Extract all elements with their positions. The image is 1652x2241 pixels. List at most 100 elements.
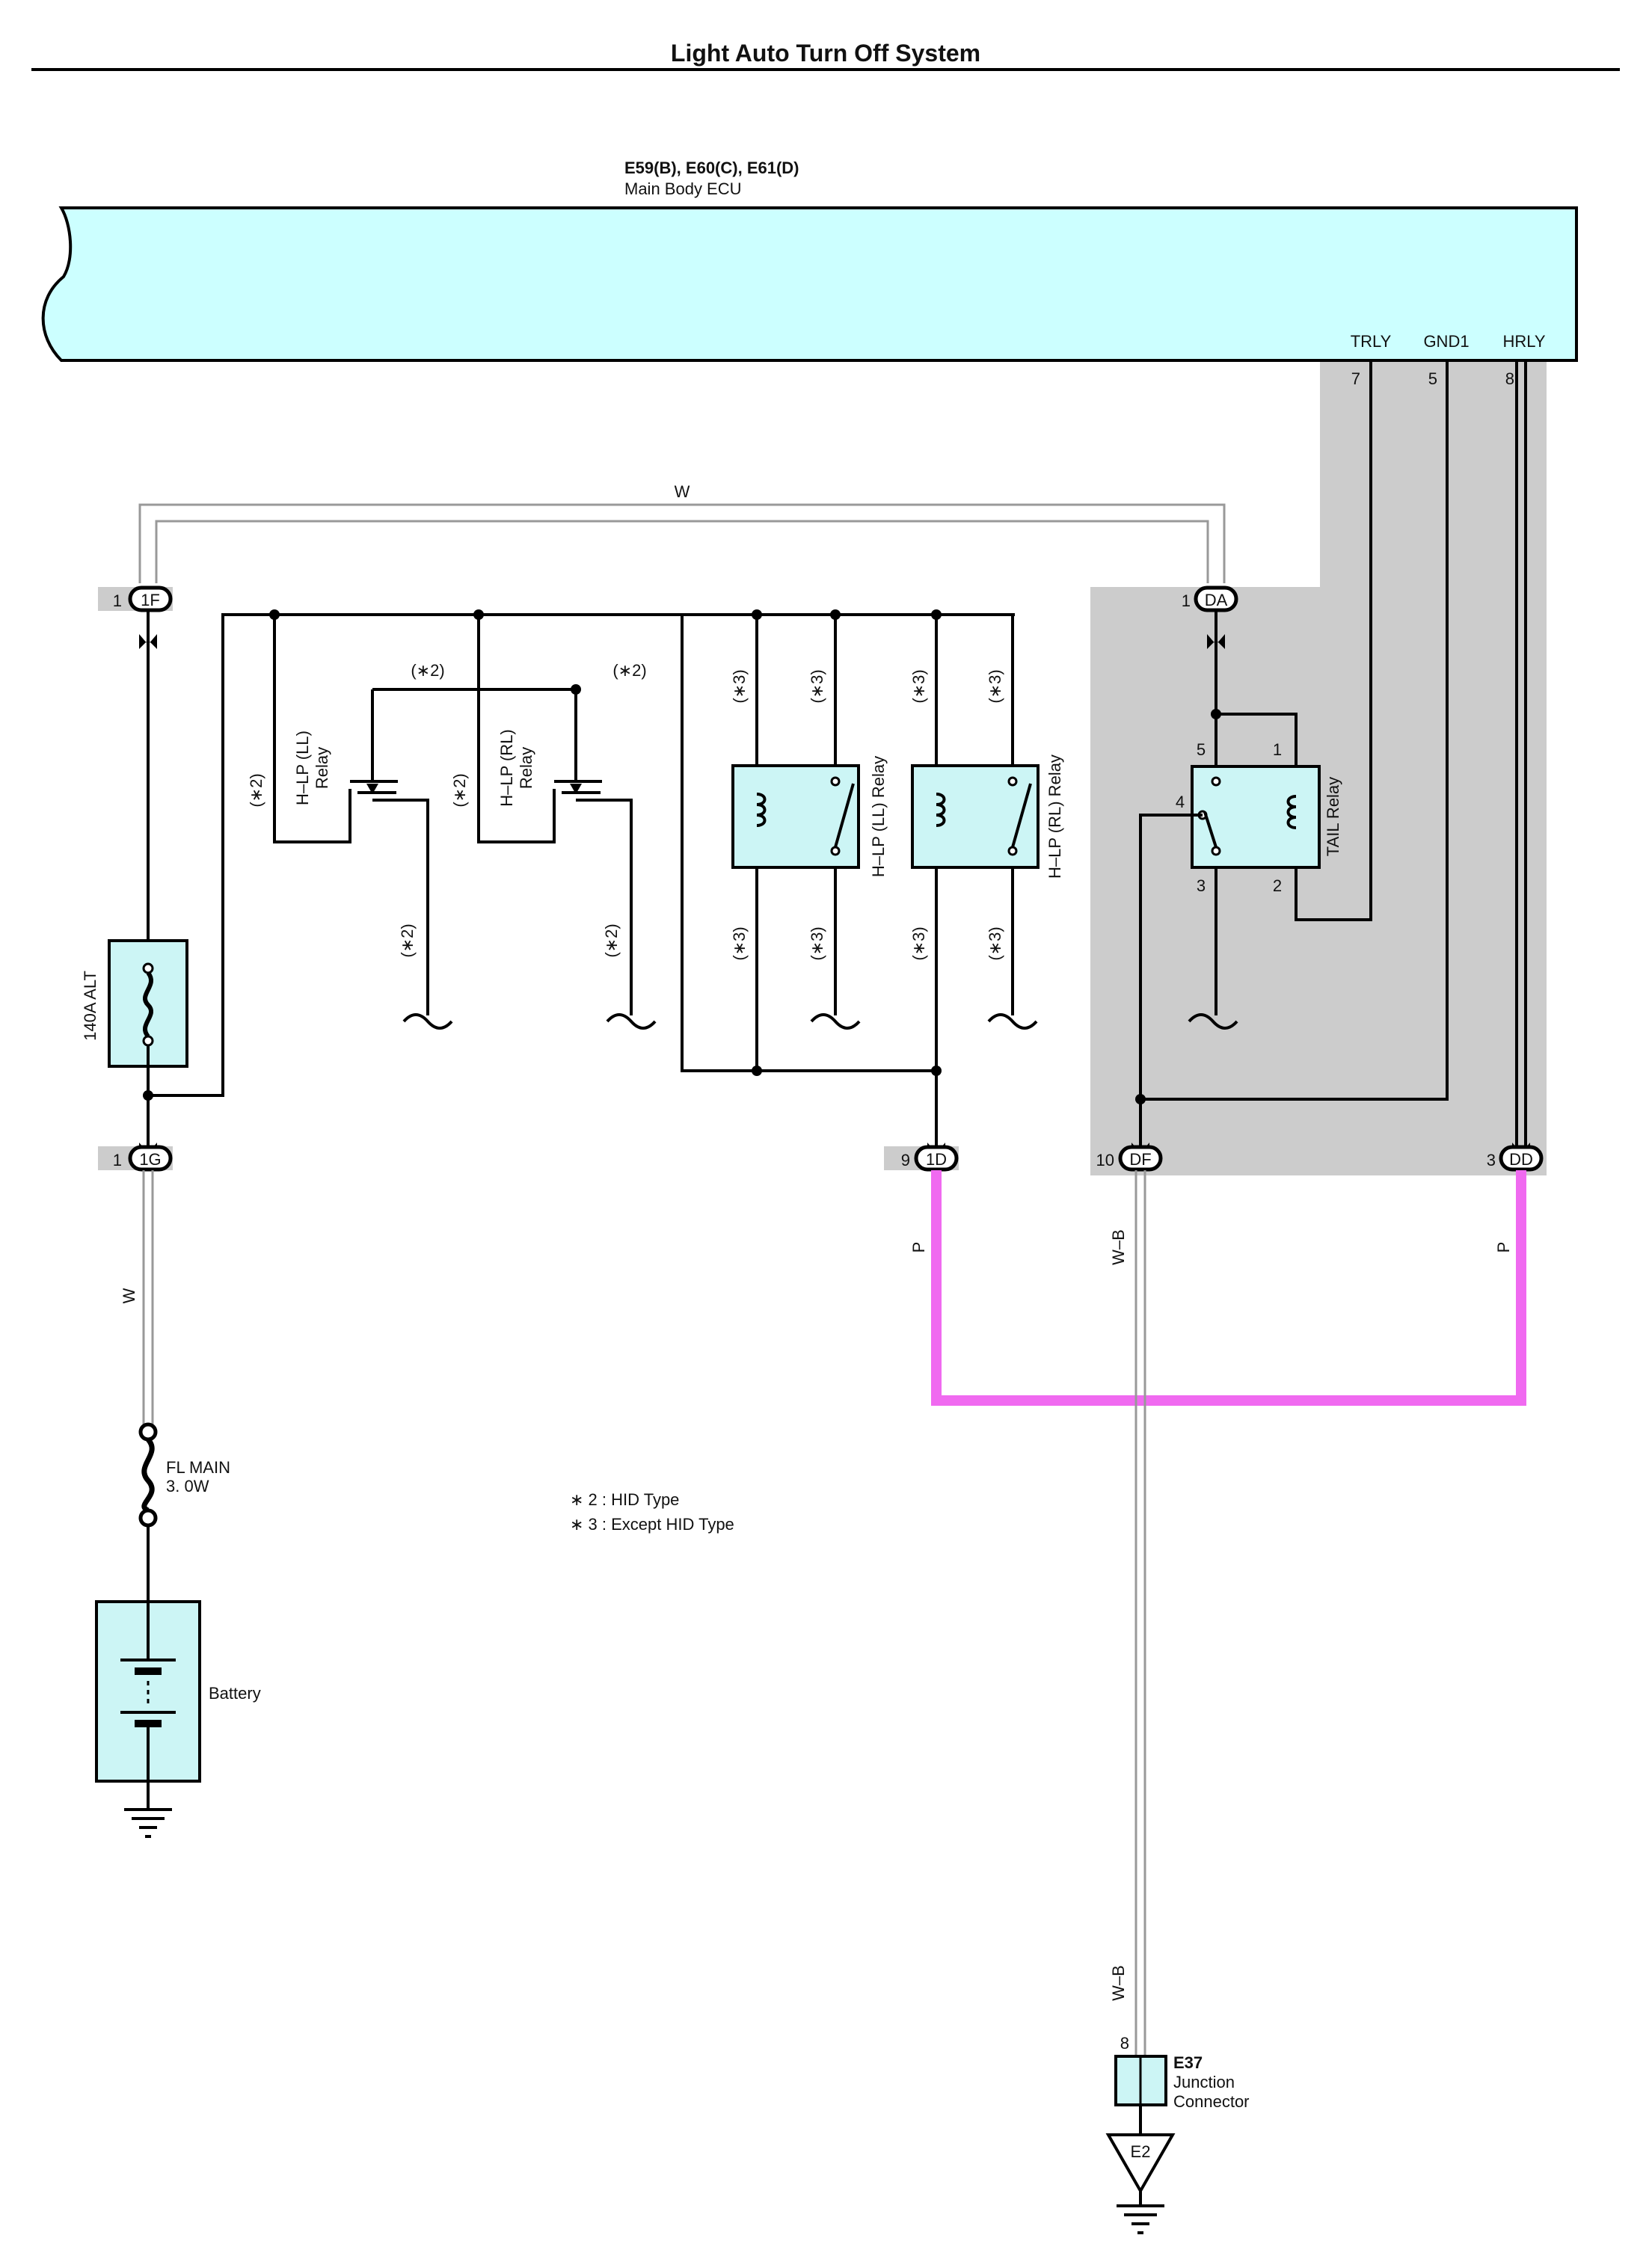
terminal-trly: TRLY (1351, 332, 1392, 351)
mark-except-5: (∗3) (730, 926, 749, 960)
legend-except-hid: ∗ 3 : Except HID Type (570, 1515, 734, 1534)
connector-df-label: DF (1129, 1150, 1151, 1169)
wire-gnd1 (1140, 360, 1449, 1101)
relay-tail-label: TAIL Relay (1324, 777, 1342, 856)
arrow-da (1207, 634, 1225, 649)
ground-battery-icon (124, 1808, 172, 1838)
connector-1g (128, 1145, 173, 1172)
wire-color-wb-lower: W–B (1109, 1965, 1128, 2001)
fuse-alt-term-bottom (142, 1035, 154, 1047)
legend-hid: ∗ 2 : HID Type (570, 1490, 679, 1509)
pin-hrly: 8 (1505, 369, 1514, 388)
fuse-fl-main-label-1: FL MAIN (166, 1458, 230, 1477)
ground-e2-icon (1117, 2191, 1164, 2234)
mark-except-3: (∗3) (909, 669, 928, 703)
relay-hlp-ll-contact-bottom (830, 846, 841, 856)
tail-pin-4: 4 (1176, 793, 1185, 811)
connector-df-pin: 10 (1096, 1151, 1114, 1169)
wire-power-bus (148, 613, 1015, 1097)
mark-except-1: (∗3) (730, 669, 749, 703)
connector-1g-pin: 1 (113, 1151, 122, 1169)
pin-trly: 7 (1351, 369, 1360, 388)
wire-end-marks (402, 1013, 1238, 1030)
connector-dd-label: DD (1509, 1150, 1533, 1169)
junction-gnd1 (1135, 1094, 1146, 1104)
fuse-fl-main (141, 1437, 155, 1513)
connector-1g-label: 1G (139, 1150, 161, 1169)
connector-da-pin: 1 (1182, 591, 1191, 610)
hid-ll-label-2: Relay (313, 747, 331, 789)
terminal-gnd1: GND1 (1423, 332, 1469, 351)
connector-df (1118, 1145, 1163, 1172)
relay-tail-coil (1286, 795, 1297, 829)
relay-hlp-ll-coil (756, 793, 767, 827)
arrow-1f (139, 634, 157, 649)
relay-hlp-rl-coil (936, 793, 946, 827)
tail-pin-2: 2 (1273, 876, 1282, 895)
page-title: Light Auto Turn Off System (671, 40, 980, 67)
mark-hid-4: (∗2) (450, 773, 469, 807)
relay-hlp-rl-contact-bottom (1007, 846, 1018, 856)
mark-hid-1: (∗2) (411, 661, 444, 680)
hid-ll-diode (366, 784, 378, 794)
battery-label: Battery (209, 1684, 261, 1703)
junction-label-1: Junction (1173, 2073, 1235, 2091)
junction-return-1 (752, 1066, 762, 1076)
junction-code: E37 (1173, 2053, 1203, 2072)
terminal-hrly: HRLY (1502, 332, 1545, 351)
connector-1d-label: 1D (926, 1150, 947, 1169)
relay-tail-blade (1203, 811, 1217, 848)
hid-rl-diode (570, 784, 582, 794)
connector-1d-pin: 9 (901, 1151, 910, 1169)
tail-pin-3: 3 (1197, 876, 1206, 895)
relay-tail (1191, 765, 1321, 869)
wire-tail-pin4 (1139, 814, 1203, 1155)
junction-pin: 8 (1120, 2034, 1129, 2053)
mark-except-2: (∗3) (808, 669, 826, 703)
wire-return-bus (681, 615, 936, 1072)
mark-except-7: (∗3) (909, 926, 928, 960)
ground-point-e2 (1105, 2133, 1176, 2195)
wire-color-wb-upper: W–B (1109, 1229, 1128, 1265)
wire-color-w-top: W (675, 482, 690, 501)
pin-gnd1: 5 (1428, 369, 1437, 388)
wire-color-p-right: P (1494, 1242, 1513, 1253)
mark-except-8: (∗3) (986, 926, 1004, 960)
relay-hlp-ll-blade (834, 783, 855, 848)
relay-hlp-ll-contact-top (830, 776, 841, 787)
wire-color-w-left: W (120, 1288, 138, 1303)
wire-trly (1295, 360, 1372, 921)
connector-da-label: DA (1205, 591, 1228, 609)
hid-ll-feed (273, 615, 351, 843)
relay-hlp-rl (911, 764, 1040, 869)
connector-da (1194, 585, 1238, 612)
hid-ll-label-1: H–LP (LL) (293, 731, 312, 805)
fuse-fl-main-term-bottom (138, 1508, 158, 1528)
hid-rl-out (576, 799, 633, 1015)
connector-1f (128, 585, 173, 612)
fuse-alt-element (143, 971, 153, 1038)
tail-pin-5: 5 (1197, 740, 1206, 759)
main-body-ecu (41, 206, 1578, 362)
relay-tail-contact-top (1211, 776, 1221, 787)
hid-ll-out (372, 799, 429, 1015)
hid-rl-feed (477, 615, 556, 843)
mark-hid-3: (∗2) (247, 773, 265, 807)
ground-label-e2: E2 (1131, 2142, 1151, 2161)
wire-p (931, 1170, 1526, 1406)
connector-dd (1499, 1145, 1544, 1172)
hid-rl-label-1: H–LP (RL) (497, 729, 516, 807)
connector-1f-label: 1F (141, 591, 160, 609)
relay-hlp-rl-blade (1011, 783, 1032, 848)
tail-pin-1: 1 (1273, 740, 1282, 759)
mark-except-4: (∗3) (986, 669, 1004, 703)
relay-hlp-rl-label: H–LP (RL) Relay (1045, 754, 1064, 879)
fuse-alt-term-top (142, 962, 154, 974)
junction-return-2 (931, 1066, 942, 1076)
mark-hid-5: (∗2) (398, 923, 417, 957)
junction-hid-drive (571, 684, 581, 695)
relay-tail-contact-bottom (1211, 846, 1221, 856)
fuse-alt-label: 140A ALT (81, 971, 99, 1041)
hid-rl-label-2: Relay (517, 747, 535, 789)
